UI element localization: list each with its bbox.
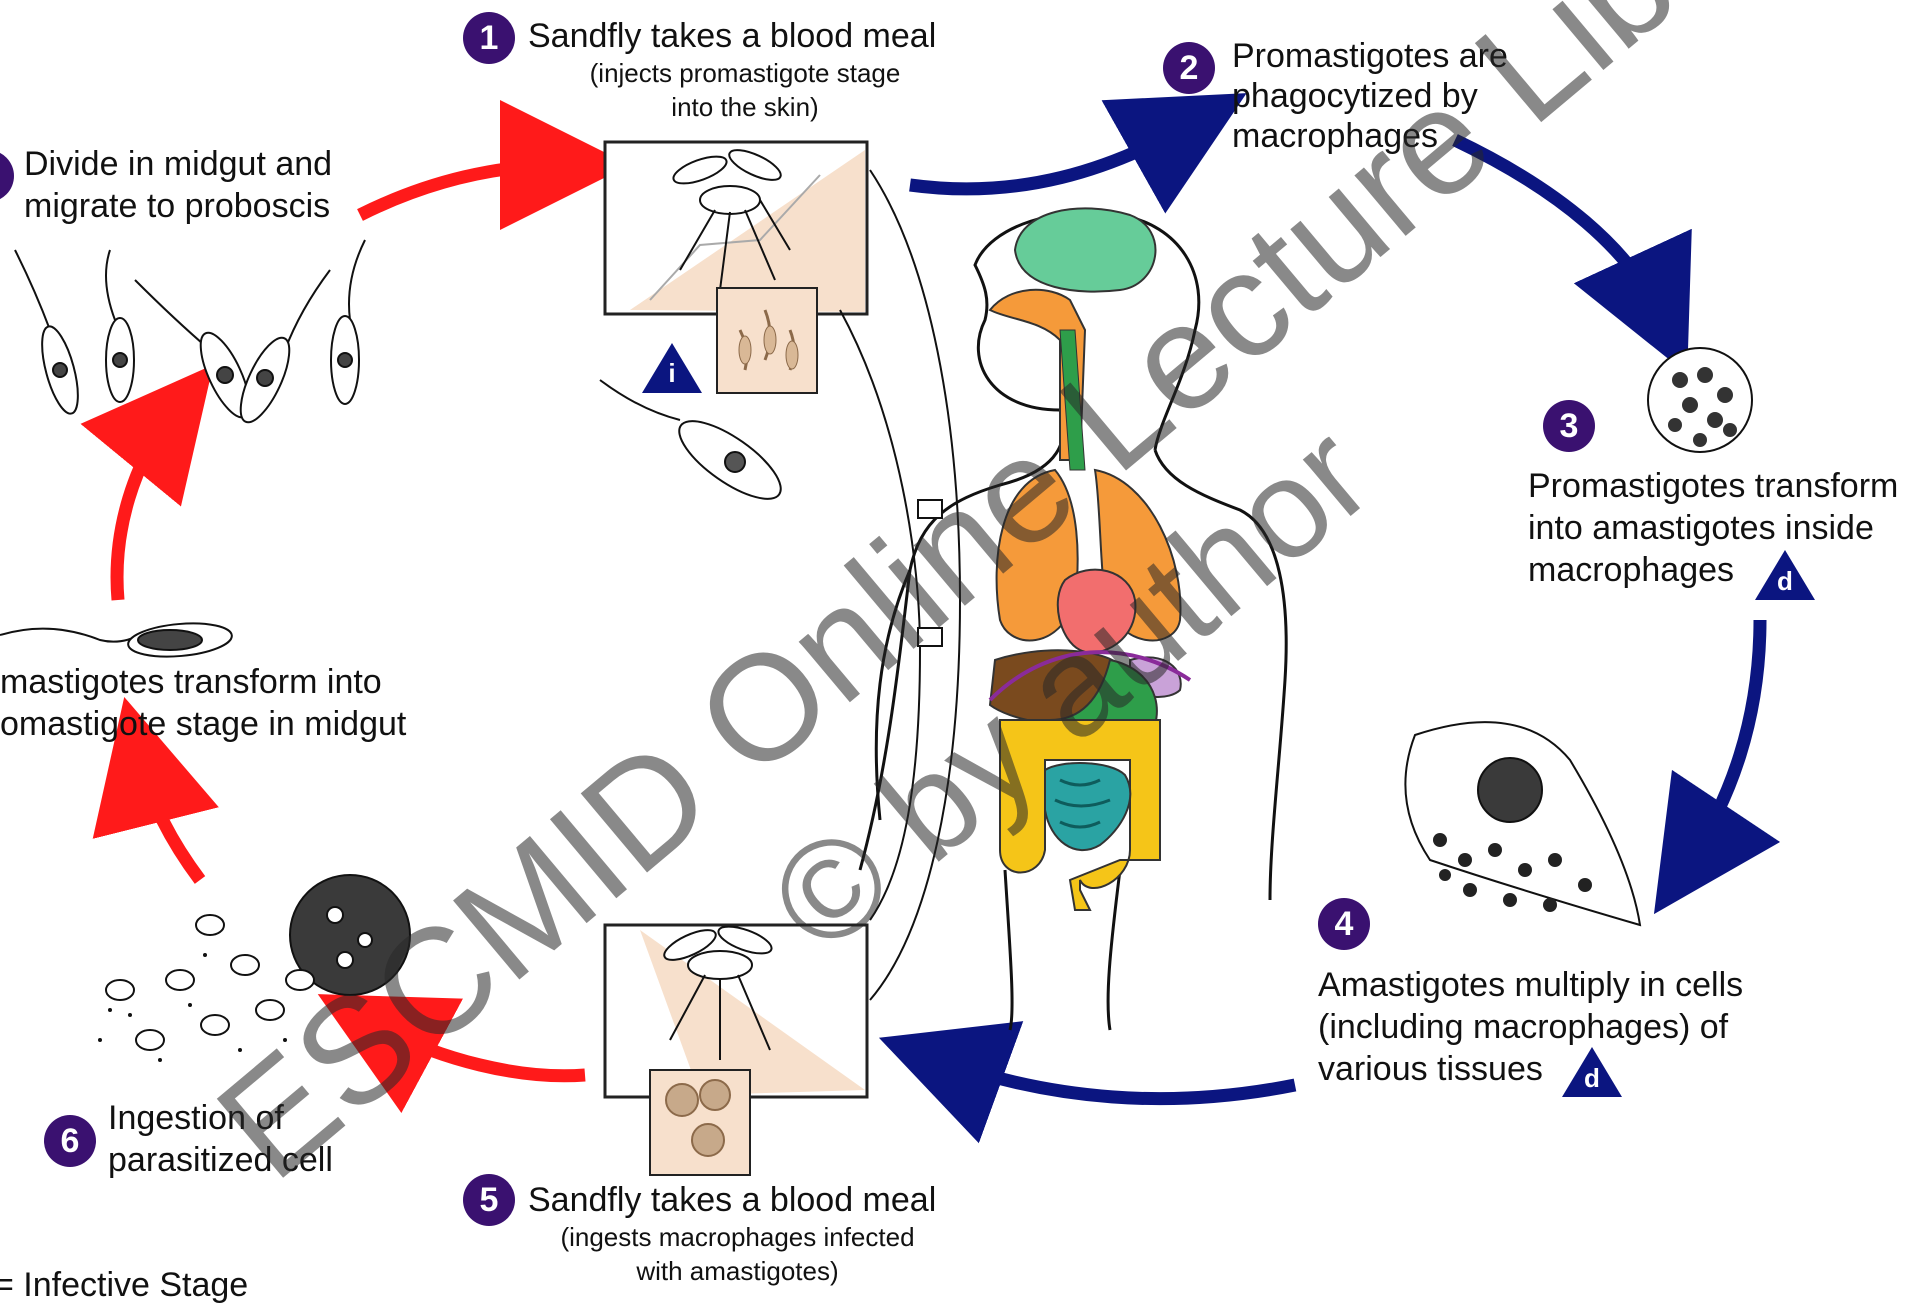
step-4-line2: (including macrophages) of xyxy=(1318,1007,1728,1047)
midgut-promastigote xyxy=(0,620,233,661)
step-5-title: Sandfly takes a blood meal xyxy=(528,1180,936,1220)
brain xyxy=(1015,208,1155,291)
arrow-4-to-5 xyxy=(940,1060,1295,1099)
tissue-cell-with-amastigotes xyxy=(1405,722,1640,925)
step-1-subtitle-line1: (injects promastigote stage xyxy=(560,58,930,89)
legend-infective-stage: = Infective Stage xyxy=(0,1265,248,1305)
arrow-6-to-7 xyxy=(140,760,200,880)
step-3-line2: into amastigotes inside xyxy=(1528,508,1874,548)
infected-macrophage xyxy=(1648,348,1752,452)
promastigote-flagellate xyxy=(600,380,792,512)
arrow-7-to-8 xyxy=(117,415,172,600)
diagnostic-stage-marker-3-letter: d xyxy=(1755,566,1815,597)
step-4-line3: various tissues xyxy=(1318,1049,1543,1089)
step-5-subtitle-line2: with amastigotes) xyxy=(535,1256,940,1287)
diagnostic-stage-marker-4-letter: d xyxy=(1562,1063,1622,1094)
arrow-8-to-1 xyxy=(360,165,565,215)
infective-stage-marker-letter: i xyxy=(642,358,702,389)
dividing-promastigotes xyxy=(15,240,365,428)
step-3-line1: Promastigotes transform xyxy=(1528,466,1898,506)
step-5-subtitle-line1: (ingests macrophages infected xyxy=(535,1222,940,1253)
step-7-line1: mastigotes transform into xyxy=(0,662,382,702)
arrow-3-to-4 xyxy=(1690,620,1760,860)
step-8-line1: Divide in midgut and xyxy=(24,144,332,184)
step-3-line3: macrophages xyxy=(1528,550,1734,590)
step-4-badge: 4 xyxy=(1318,898,1370,950)
arrow-1-to-2 xyxy=(910,125,1190,189)
step-3-badge: 3 xyxy=(1543,400,1595,452)
step-4-line1: Amastigotes multiply in cells xyxy=(1318,965,1743,1005)
step-1-badge: 1 xyxy=(463,12,515,64)
step-5-badge: 5 xyxy=(463,1174,515,1226)
step-7-line2: omastigote stage in midgut xyxy=(0,704,406,744)
step-1-subtitle-line2: into the skin) xyxy=(560,92,930,123)
step-2-badge: 2 xyxy=(1163,42,1215,94)
step-1-title: Sandfly takes a blood meal xyxy=(528,16,936,56)
step-6-badge: 6 xyxy=(44,1115,96,1167)
step-8-line2: migrate to proboscis xyxy=(24,186,330,226)
